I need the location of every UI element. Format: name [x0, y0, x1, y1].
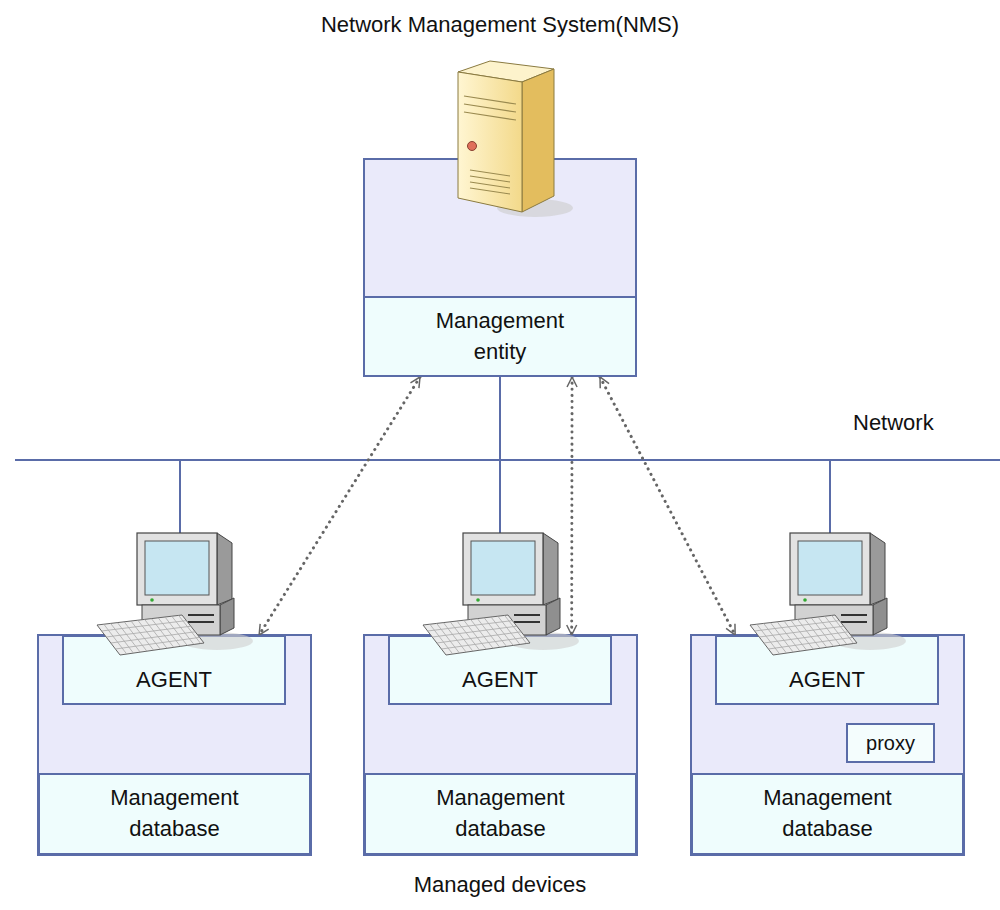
device-link [829, 460, 831, 540]
device-box [364, 635, 637, 855]
server-icon [450, 58, 570, 223]
caption: Managed devices [0, 872, 1000, 898]
db-label: Management database [421, 783, 581, 845]
agent-label: AGENT [136, 665, 212, 696]
device-link [179, 460, 181, 540]
agent-label: AGENT [789, 665, 865, 696]
entity-label: Management entity [420, 306, 580, 368]
computer-icon [418, 525, 588, 665]
management-exchange [259, 377, 420, 635]
proxy-label: proxy [866, 729, 915, 757]
database-box: Management database [38, 773, 311, 855]
nms-box: Network Management System(NMS)Management… [363, 158, 637, 377]
device-box [691, 635, 964, 855]
agent-box: AGENT [715, 635, 939, 705]
database-box: Management database [691, 773, 964, 855]
agent-box: AGENT [388, 635, 612, 705]
entity-box: Management entity [363, 296, 637, 377]
computer-icon [92, 525, 262, 665]
device-box [38, 635, 311, 855]
database-box: Management database [364, 773, 637, 855]
management-exchange [570, 377, 573, 635]
management-exchange [600, 377, 735, 635]
db-label: Management database [748, 783, 908, 845]
network-label: Network [853, 410, 934, 436]
network-bus [15, 459, 1000, 461]
nms-link [499, 377, 501, 460]
proxy-box: proxy [846, 723, 935, 763]
agent-label: AGENT [462, 665, 538, 696]
computer-icon [745, 525, 915, 665]
system-title: Network Management System(NMS) [205, 10, 795, 41]
agent-box: AGENT [62, 635, 286, 705]
db-label: Management database [95, 783, 255, 845]
device-link [499, 460, 501, 540]
